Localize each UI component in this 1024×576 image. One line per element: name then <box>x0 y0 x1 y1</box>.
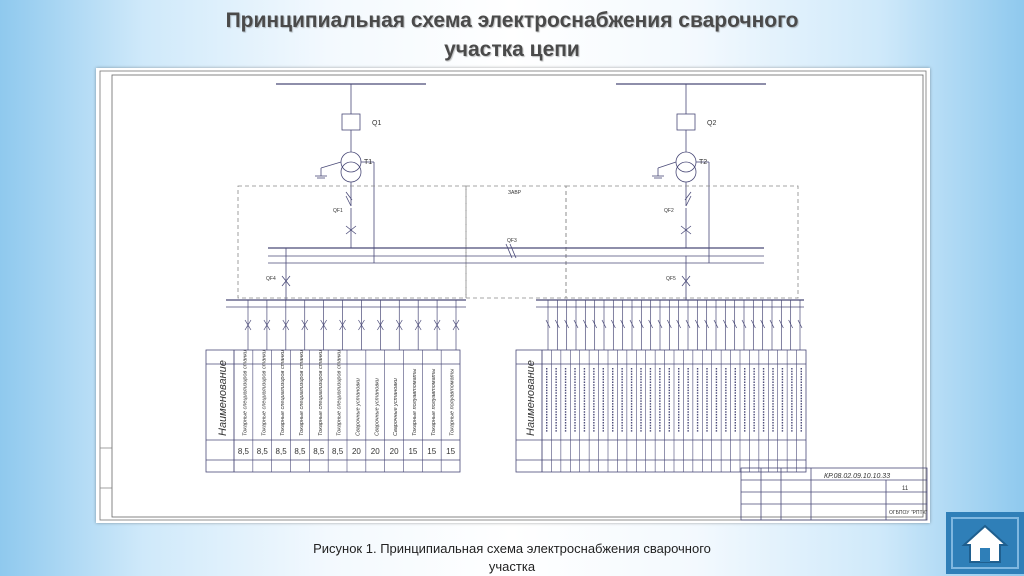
left-load-name: Сварочные установки <box>393 378 399 436</box>
right-feeder-drop <box>769 300 775 350</box>
right-feeder-drop <box>779 300 784 350</box>
left-feeder-drop <box>339 300 346 350</box>
right-feeder-drop <box>685 300 691 350</box>
right-feeder-drop <box>573 300 579 350</box>
left-load-power: 15 <box>408 447 417 456</box>
right-feeder-drop <box>657 300 663 350</box>
left-load-name: Токарные специализиров станки <box>280 350 286 436</box>
left-load-name: Токарные полуавтоматы <box>450 369 456 436</box>
power-supply-schematic: Q1 Q2 T1 T2 QF1 QF2 QF3 QF4 QF5 ЗАВР Наи… <box>99 70 927 521</box>
right-feeder-drop <box>639 300 644 350</box>
slide-title-line-2: участка цепи <box>444 38 580 61</box>
left-feeder-drop <box>433 300 441 350</box>
left-load-name: Сварочные установки <box>355 378 361 436</box>
left-load-power: 8,5 <box>238 447 250 456</box>
left-load-name: Токарные специализиров станки <box>261 350 267 436</box>
avr-label: ЗАВР <box>508 190 522 196</box>
right-feeder-drop <box>555 300 560 350</box>
right-feeder-drop <box>788 300 793 350</box>
right-feeder-drop <box>583 300 588 350</box>
right-feeder-drop <box>601 300 607 350</box>
right-feeder-drop <box>667 300 672 350</box>
left-feeder-drop <box>282 300 290 350</box>
left-load-name: Токарные специализиров станки <box>242 350 248 436</box>
left-load-power: 20 <box>371 447 380 456</box>
right-feeder-drop <box>732 300 737 350</box>
right-panel-header: Наименование <box>525 360 537 436</box>
home-icon <box>951 517 1019 569</box>
left-feeder-drop <box>377 300 384 350</box>
right-feeder-drop <box>704 300 709 350</box>
right-feeder-drop <box>723 300 728 350</box>
right-feeder-drop <box>751 300 756 350</box>
right-feeder-drop <box>760 300 765 350</box>
left-panel-header: Наименование <box>217 360 229 436</box>
stamp-organization: ОГБПОУ "РПТК" <box>889 510 927 516</box>
right-feeder-drop <box>545 300 551 350</box>
home-button[interactable] <box>946 512 1024 574</box>
left-load-name: Токарные специализиров станки <box>337 350 343 436</box>
left-load-power: 8,5 <box>257 447 269 456</box>
left-load-power: 15 <box>446 447 455 456</box>
right-feeder-drop <box>648 300 653 350</box>
right-feeder-drop <box>611 300 616 350</box>
right-feeder-drop <box>797 300 803 350</box>
right-feeder-drop <box>592 300 597 350</box>
breaker-q2-label: Q2 <box>707 120 716 127</box>
breaker-q1-label: Q1 <box>372 120 381 127</box>
right-feeder-drop <box>713 300 719 350</box>
left-load-name: Токарные специализиров станки <box>299 350 305 436</box>
left-feeder-drop <box>263 300 271 350</box>
right-feeder-drop <box>564 300 569 350</box>
transformer-t1-label: T1 <box>364 159 372 166</box>
left-feeder-drop <box>452 300 460 350</box>
left-load-name: Сварочные установки <box>374 378 380 436</box>
left-load-power: 8,5 <box>294 447 306 456</box>
right-feeder-drop <box>676 300 681 350</box>
left-load-power: 20 <box>352 447 361 456</box>
left-load-power: 20 <box>390 447 399 456</box>
left-feeder-drop <box>244 300 252 350</box>
right-feeder-drop <box>741 300 747 350</box>
figure-caption-line-1: Рисунок 1. Принципиальная схема электрос… <box>313 541 711 556</box>
breaker-qf1-label: QF1 <box>333 208 343 214</box>
left-feeder-drop <box>395 300 403 350</box>
breaker-qf2-label: QF2 <box>664 208 674 214</box>
left-load-power: 8,5 <box>332 447 344 456</box>
slide-title: Принципиальная схема электроснабжения св… <box>150 6 874 64</box>
left-load-name: Токарные полуавтоматы <box>412 369 418 436</box>
schematic-drawing-sheet: Q1 Q2 T1 T2 QF1 QF2 QF3 QF4 QF5 ЗАВР Наи… <box>96 68 930 523</box>
left-feeder-drop <box>301 300 309 350</box>
left-load-name: Токарные специализиров станки <box>318 350 324 436</box>
left-load-power: 8,5 <box>276 447 288 456</box>
stamp-doc-number: КР.08.02.09.10.10.33 <box>824 473 890 480</box>
left-feeder-drop <box>414 300 422 350</box>
breaker-qf5-label: QF5 <box>666 276 676 282</box>
left-feeder-drop <box>358 300 365 350</box>
figure-caption: Рисунок 1. Принципиальная схема электрос… <box>252 540 772 576</box>
slide-title-line-1: Принципиальная схема электроснабжения св… <box>225 9 799 32</box>
figure-caption-line-2: участка <box>488 559 536 574</box>
breaker-qf4-label: QF4 <box>266 276 276 282</box>
right-feeder-drop <box>620 300 625 350</box>
right-feeder-drop <box>695 300 700 350</box>
left-load-name: Токарные полуавтоматы <box>431 369 437 436</box>
stamp-sheet: 11 <box>902 486 909 492</box>
left-feeder-drop <box>320 300 327 350</box>
transformer-t2-label: T2 <box>699 159 707 166</box>
left-load-power: 8,5 <box>313 447 325 456</box>
right-feeder-drop <box>629 300 635 350</box>
left-load-power: 15 <box>427 447 436 456</box>
breaker-qf3-label: QF3 <box>507 238 517 244</box>
